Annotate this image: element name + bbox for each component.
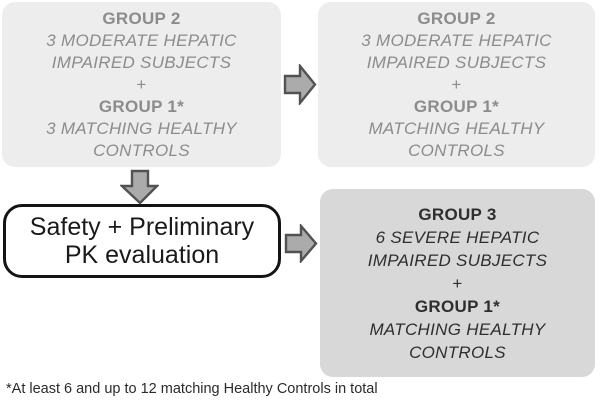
group2-title: GROUP 2: [417, 8, 496, 28]
group1-controls-line2: CONTROLS: [408, 140, 505, 160]
group1-controls-line2: CONTROLS: [93, 140, 190, 160]
group2-title: GROUP 2: [102, 8, 181, 28]
group1-subtitle: GROUP 1*: [98, 96, 185, 116]
evaluation-line2: PK evaluation: [64, 241, 220, 269]
down-block-arrow-icon: [120, 169, 159, 205]
group3-subjects-line2: IMPAIRED SUBJECTS: [367, 250, 548, 270]
group2-subjects-line2: IMPAIRED SUBJECTS: [51, 52, 232, 72]
group2-continued-box: GROUP 2 3 MODERATE HEPATIC IMPAIRED SUBJ…: [318, 2, 595, 167]
group1-controls-line2: CONTROLS: [409, 342, 506, 362]
group2-subjects-line1: 3 MODERATE HEPATIC: [361, 30, 552, 50]
safety-pk-evaluation-box: Safety + Preliminary PK evaluation: [3, 204, 281, 278]
evaluation-line1: Safety + Preliminary: [29, 213, 255, 241]
group2-enrollment-box: GROUP 2 3 MODERATE HEPATIC IMPAIRED SUBJ…: [2, 2, 281, 167]
group3-box: GROUP 3 6 SEVERE HEPATIC IMPAIRED SUBJEC…: [320, 189, 595, 377]
footnote-text: *At least 6 and up to 12 matching Health…: [6, 381, 378, 397]
plus-separator: +: [451, 74, 462, 94]
group1-controls-line1: MATCHING HEALTHY: [369, 319, 546, 339]
plus-separator: +: [136, 74, 147, 94]
right-block-arrow-icon: [284, 224, 318, 263]
group3-title: GROUP 3: [418, 204, 497, 224]
group2-subjects-line2: IMPAIRED SUBJECTS: [366, 52, 547, 72]
group1-controls-line1: MATCHING HEALTHY: [368, 118, 545, 138]
group2-subjects-line1: 3 MODERATE HEPATIC: [46, 30, 237, 50]
group3-subjects-line1: 6 SEVERE HEPATIC: [375, 227, 540, 247]
group1-subtitle: GROUP 1*: [413, 96, 500, 116]
plus-separator: +: [452, 273, 463, 293]
group1-controls-line1: 3 MATCHING HEALTHY: [46, 118, 237, 138]
right-block-arrow-icon: [283, 64, 317, 105]
group1-subtitle: GROUP 1*: [414, 296, 501, 316]
